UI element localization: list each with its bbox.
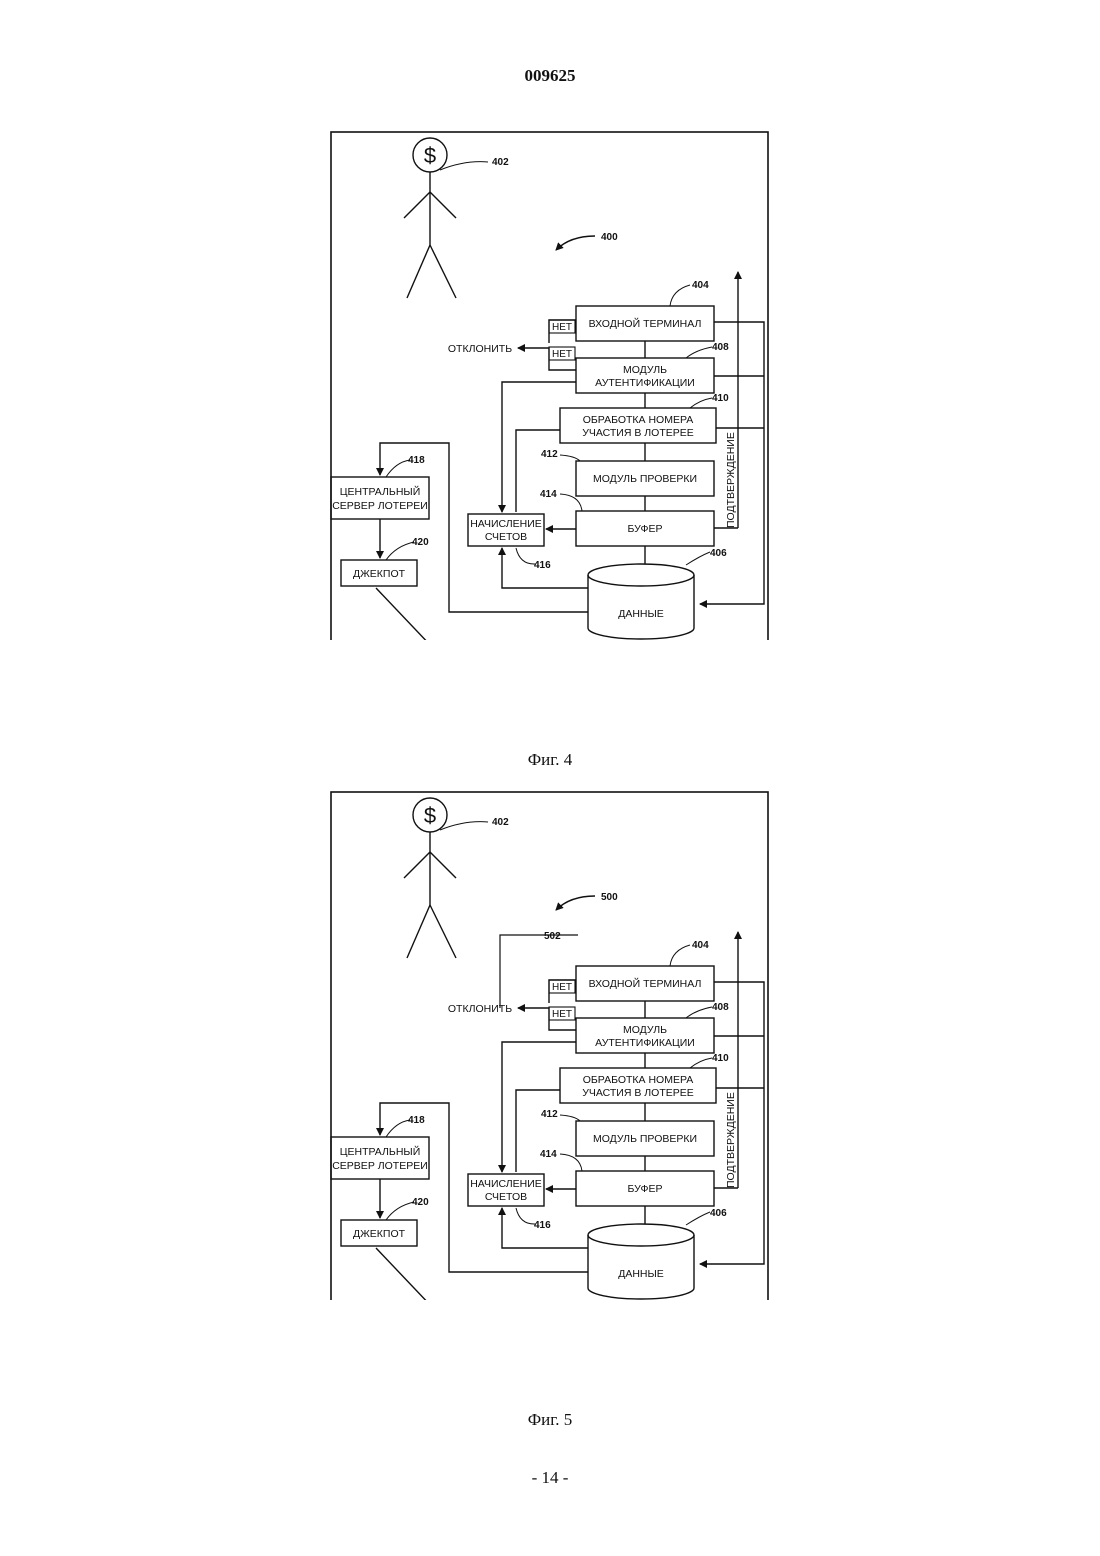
no-label-2: НЕТ [552, 1009, 572, 1020]
ref-terminal: 404 [692, 280, 709, 291]
input-terminal-label: ВХОДНОЙ ТЕРМИНАЛ [589, 317, 702, 330]
central-label-line1: ЦЕНТРАЛЬНЫЙ [340, 485, 421, 498]
auth-label-line2: АУТЕНТИФИКАЦИИ [595, 1037, 695, 1049]
page-number: - 14 - [0, 1468, 1100, 1488]
ref-central: 418 [408, 1115, 425, 1126]
reject-label: ОТКЛОНИТЬ [448, 1003, 512, 1015]
jackpot-label: ДЖЕКПОТ [353, 568, 406, 580]
no-label-1: НЕТ [552, 982, 572, 993]
credit-label-line2: СЧЕТОВ [485, 1191, 527, 1203]
flowchart-figure-4: $ 402 400 404 408 410 412 414 406 416 41… [0, 0, 1100, 640]
figure-4-caption: Фиг. 4 [0, 750, 1100, 770]
lottery-label-line2: УЧАСТИЯ В ЛОТЕРЕЕ [582, 427, 694, 439]
ref-auth: 408 [712, 342, 729, 353]
ref-jackpot: 420 [412, 1197, 429, 1208]
ref-system: 400 [601, 232, 618, 243]
ref-lottery: 410 [712, 1053, 729, 1064]
ref-data: 406 [710, 548, 727, 559]
auth-label-line1: МОДУЛЬ [623, 1024, 667, 1036]
central-label-line2: СЕРВЕР ЛОТЕРЕИ [332, 1160, 428, 1172]
ref-credit: 416 [534, 1220, 551, 1231]
reject-label: ОТКЛОНИТЬ [448, 343, 512, 355]
ref-user: 402 [492, 817, 509, 828]
central-server-box [331, 1137, 429, 1179]
ref-check: 412 [541, 449, 558, 460]
lottery-label-line1: ОБРАБОТКА НОМЕРА [583, 414, 694, 426]
ref-data: 406 [710, 1208, 727, 1219]
figure-5-caption: Фиг. 5 [0, 1410, 1100, 1430]
dollar-sign-icon: $ [424, 143, 436, 168]
ref-auth: 408 [712, 1002, 729, 1013]
confirmation-label: ПОДТВЕРЖДЕНИЕ [725, 432, 737, 528]
confirmation-label: ПОДТВЕРЖДЕНИЕ [725, 1092, 737, 1188]
ref-credit: 416 [534, 560, 551, 571]
ref-branch: 502 [544, 931, 561, 942]
ref-user: 402 [492, 157, 509, 168]
lottery-label-line2: УЧАСТИЯ В ЛОТЕРЕЕ [582, 1087, 694, 1099]
central-label-line1: ЦЕНТРАЛЬНЫЙ [340, 1145, 421, 1158]
ref-jackpot: 420 [412, 537, 429, 548]
credit-label-line1: НАЧИСЛЕНИЕ [470, 518, 542, 530]
credit-label-line1: НАЧИСЛЕНИЕ [470, 1178, 542, 1190]
buffer-label: БУФЕР [628, 523, 663, 535]
data-label: ДАННЫЕ [618, 1268, 664, 1280]
data-label: ДАННЫЕ [618, 608, 664, 620]
central-label-line2: СЕРВЕР ЛОТЕРЕИ [332, 500, 428, 512]
check-module-label: МОДУЛЬ ПРОВЕРКИ [593, 473, 697, 485]
ref-check: 412 [541, 1109, 558, 1120]
credit-label-line2: СЧЕТОВ [485, 531, 527, 543]
database-cylinder [588, 564, 694, 639]
database-cylinder [588, 1224, 694, 1299]
buffer-label: БУФЕР [628, 1183, 663, 1195]
check-module-label: МОДУЛЬ ПРОВЕРКИ [593, 1133, 697, 1145]
no-label-1: НЕТ [552, 322, 572, 333]
dollar-sign-icon: $ [424, 803, 436, 828]
auth-label-line2: АУТЕНТИФИКАЦИИ [595, 377, 695, 389]
ref-lottery: 410 [712, 393, 729, 404]
ref-buffer: 414 [540, 489, 557, 500]
input-terminal-label: ВХОДНОЙ ТЕРМИНАЛ [589, 977, 702, 990]
ref-central: 418 [408, 455, 425, 466]
lottery-label-line1: ОБРАБОТКА НОМЕРА [583, 1074, 694, 1086]
jackpot-label: ДЖЕКПОТ [353, 1228, 406, 1240]
no-label-2: НЕТ [552, 349, 572, 360]
central-server-box [331, 477, 429, 519]
ref-terminal: 404 [692, 940, 709, 951]
ref-buffer: 414 [540, 1149, 557, 1160]
ref-system: 500 [601, 892, 618, 903]
auth-label-line1: МОДУЛЬ [623, 364, 667, 376]
